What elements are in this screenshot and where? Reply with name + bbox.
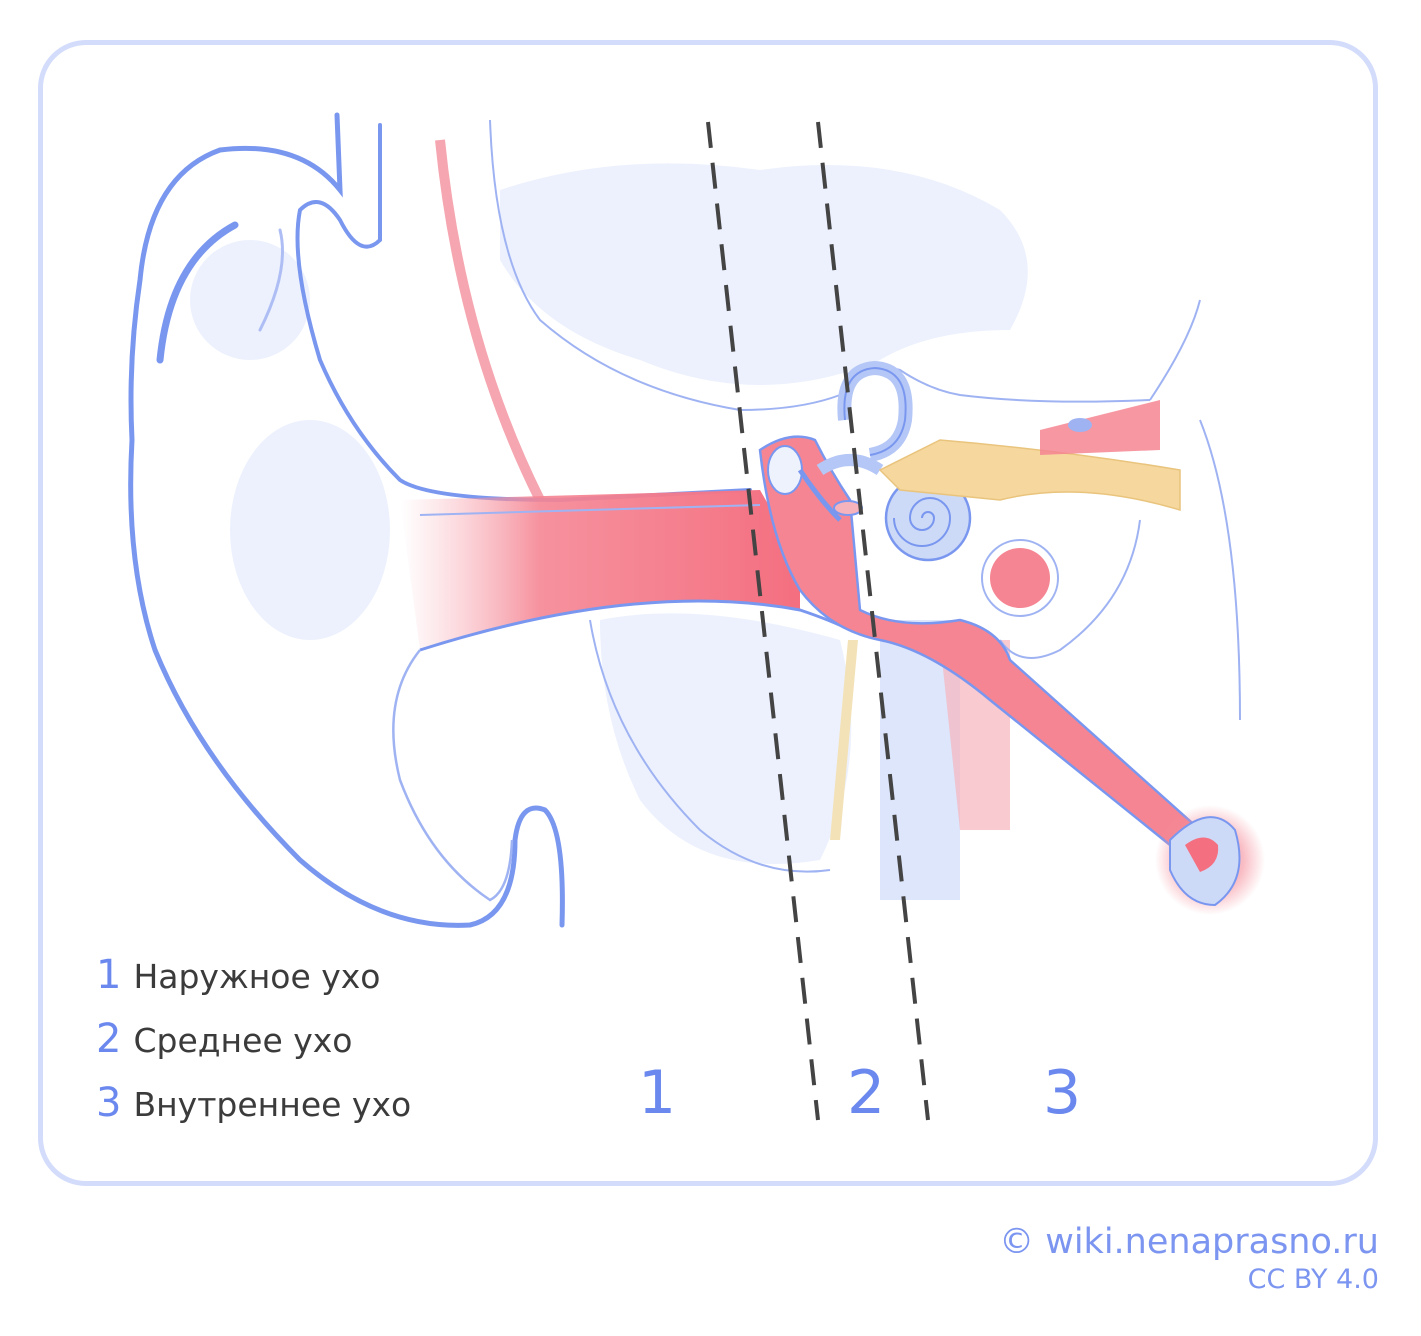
credit-site: © wiki.nenaprasno.ru [999, 1222, 1379, 1262]
zone-label-inner: 3 [1043, 1058, 1082, 1128]
ear-canal [400, 490, 800, 650]
outer-ear-pinna [128, 112, 752, 928]
zone-label-outer: 1 [638, 1058, 677, 1128]
temporal-bone-contour [489, 119, 1241, 873]
inner-ear [816, 360, 1059, 617]
legend-label: Наружное ухо [133, 957, 381, 996]
legend-number: 3 [96, 1080, 122, 1126]
legend-number: 1 [96, 952, 122, 998]
divider-middle-inner [816, 121, 930, 1121]
copyright-credit: © wiki.nenaprasno.ru CC BY 4.0 [999, 1222, 1379, 1295]
legend-label: Среднее ухо [133, 1021, 353, 1060]
auditory-nerve [830, 400, 1181, 840]
middle-ear [758, 435, 1265, 915]
ossicles [767, 445, 863, 522]
lobule-inner [392, 649, 514, 902]
divider-outer-middle [706, 121, 820, 1121]
ear-canal-lower-wall [419, 599, 851, 652]
legend-item-inner-ear: 3 Внутреннее ухо [96, 1080, 411, 1126]
legend-item-outer-ear: 1 Наружное ухо [96, 952, 381, 998]
zone-label-middle: 2 [847, 1058, 886, 1128]
legend-item-middle-ear: 2 Среднее ухо [96, 1016, 352, 1062]
credit-license: CC BY 4.0 [1247, 1264, 1379, 1295]
blood-vessel [435, 139, 545, 503]
zone-dividers [706, 121, 930, 1121]
legend-label: Внутреннее ухо [133, 1085, 412, 1124]
legend-number: 2 [96, 1016, 122, 1062]
ear-canal-upper-wall [419, 504, 761, 516]
